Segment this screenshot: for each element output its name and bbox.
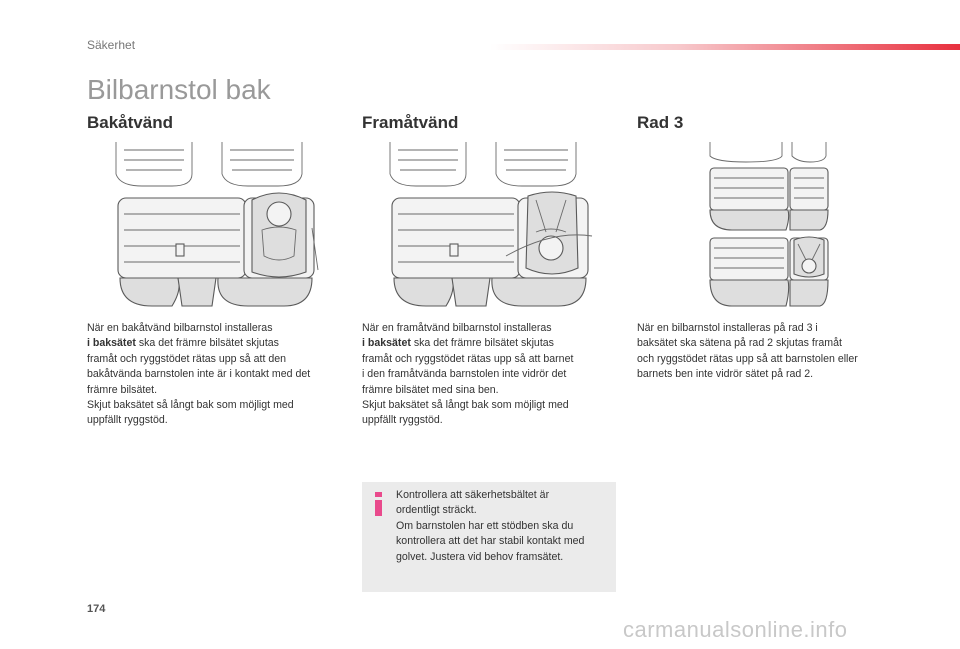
text-line: Skjut baksätet så långt bak som möjligt …	[87, 399, 294, 412]
page-title: Bilbarnstol bak	[87, 74, 271, 105]
text-line: När en bilbarnstol installeras på rad 3 …	[637, 322, 818, 334]
text-forward-facing: När en framåtvänd bilbarnstol installera…	[362, 321, 632, 429]
text-line: främre bilsätet med sina ben.	[362, 383, 499, 396]
text-row-3: När en bilbarnstol installeras på rad 3 …	[637, 321, 907, 383]
info-line: Om barnstolen har ett stödben ska du	[396, 519, 574, 532]
heading-row-3: Rad 3	[637, 113, 684, 132]
text-line: främre bilsätet.	[87, 383, 158, 396]
text-line: framåt och ryggstödet rätas upp så att b…	[362, 352, 574, 365]
text-line: Skjut baksätet så långt bak som möjligt …	[362, 399, 569, 412]
text-rear-facing: När en bakåtvänd bilbarnstol installeras…	[87, 321, 357, 429]
heading-rear-facing: Bakåtvänd	[87, 113, 173, 132]
watermark: carmanualsonline.info	[623, 617, 848, 642]
text-line: När en framåtvänd bilbarnstol installera…	[362, 322, 552, 334]
text-line: framåt och ryggstödet rätas upp så att d…	[87, 352, 287, 365]
info-line: golvet. Justera vid behov framsätet.	[396, 550, 564, 563]
text-line: uppfällt ryggstöd.	[87, 414, 168, 427]
illustration-rear-facing	[115, 142, 319, 307]
info-box: Kontrollera att säkerhetsbältet är orden…	[362, 482, 616, 592]
illustration-row-3	[709, 142, 829, 307]
header-section-label: Säkerhet	[87, 38, 136, 52]
info-icon	[375, 492, 382, 516]
info-line: Kontrollera att säkerhetsbältet är	[396, 489, 550, 501]
text-line: uppfällt ryggstöd.	[362, 414, 443, 427]
text-line: bakåtvända barnstolen inte är i kontakt …	[87, 368, 311, 381]
page-number: 174	[87, 603, 106, 615]
info-line: kontrollera att det har stabil kontakt m…	[396, 535, 585, 548]
text-line: och ryggstödet rätas upp så att barnstol…	[637, 352, 858, 365]
text-line: i den framåtvända barnstolen inte vidrör…	[362, 368, 567, 381]
text-emphasis: i baksätet	[362, 337, 411, 350]
heading-forward-facing: Framåtvänd	[362, 113, 459, 132]
text-line: ska det främre bilsätet skjutas	[410, 337, 554, 350]
text-line: baksätet ska sätena på rad 2 skjutas fra…	[637, 337, 842, 350]
text-line: barnets ben inte vidrör sätet på rad 2.	[637, 368, 814, 381]
info-line: ordentligt sträckt.	[396, 504, 477, 517]
text-line: ska det främre bilsätet skjutas	[135, 337, 279, 350]
header-accent-bar	[490, 44, 960, 50]
illustration-forward-facing	[389, 142, 593, 307]
info-text: Kontrollera att säkerhetsbältet är orden…	[396, 488, 611, 565]
text-line: När en bakåtvänd bilbarnstol installeras	[87, 322, 273, 334]
text-emphasis: i baksätet	[87, 337, 136, 350]
